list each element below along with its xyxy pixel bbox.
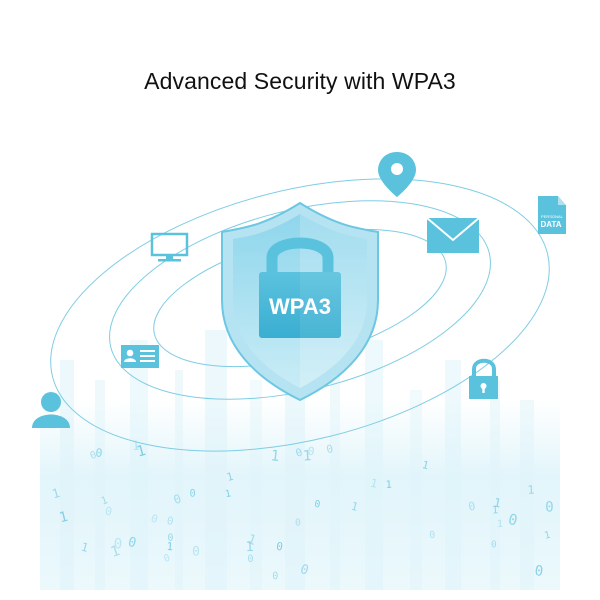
binary-digit: 0 <box>307 445 315 459</box>
binary-digit: 0 <box>294 446 304 460</box>
data-stream-background <box>40 330 560 590</box>
binary-digit: 1 <box>131 438 140 453</box>
binary-digit: 0 <box>275 540 284 554</box>
binary-digit: 1 <box>302 448 312 465</box>
binary-digit: 1 <box>421 459 430 472</box>
binary-digit: 1 <box>270 447 281 465</box>
binary-digit: 1 <box>166 540 173 553</box>
binary-digit: 0 <box>545 499 554 515</box>
binary-digit: 1 <box>492 495 502 510</box>
binary-digit: 0 <box>491 539 497 550</box>
outer-orbit-ring <box>50 178 550 452</box>
binary-digit: 0 <box>172 492 183 508</box>
user-icon <box>32 392 70 428</box>
binary-digit: 0 <box>506 510 519 530</box>
binary-digit: 0 <box>189 488 195 500</box>
id-card-icon <box>121 345 159 368</box>
binary-digit: 0 <box>467 499 476 514</box>
binary-digit: 0 <box>167 533 173 544</box>
binary-digit: 1 <box>491 504 498 516</box>
binary-digit: 0 <box>247 554 254 565</box>
binary-digit: 1 <box>58 509 70 527</box>
document-label-personal: PERSONAL <box>541 214 564 219</box>
binary-digit: 1 <box>543 530 551 542</box>
binary-digit: 1 <box>225 470 235 484</box>
binary-digit: 0 <box>95 445 103 460</box>
binary-digit: 0 <box>126 535 138 552</box>
binary-digit: 1 <box>497 519 503 530</box>
binary-digit: 0 <box>166 514 175 528</box>
binary-digit: 1 <box>369 477 379 491</box>
personal-data-document-icon: PERSONAL DATA <box>538 196 566 234</box>
padlock-icon <box>469 358 498 399</box>
monitor-icon <box>150 232 189 262</box>
binary-digit: 1 <box>527 483 535 497</box>
binary-digit: 1 <box>79 540 90 555</box>
binary-digit: 1 <box>386 480 392 491</box>
page-title: Advanced Security with WPA3 <box>144 68 456 94</box>
binary-digit: 0 <box>149 512 159 526</box>
binary-digit: 1 <box>224 488 232 500</box>
binary-digit: 0 <box>192 544 200 559</box>
location-pin-icon <box>378 152 416 197</box>
binary-digit: 0 <box>104 504 113 519</box>
binary-digit: 1 <box>135 442 148 461</box>
binary-digit: 1 <box>50 485 61 502</box>
binary-digit: 0 <box>272 571 278 582</box>
binary-digit: 0 <box>314 499 321 511</box>
binary-digit: 0 <box>429 530 435 541</box>
binary-digit: 0 <box>163 553 172 565</box>
binary-digit: 1 <box>349 500 359 514</box>
binary-digit: 1 <box>245 539 254 555</box>
binary-digit: 0 <box>295 517 301 528</box>
envelope-icon <box>426 217 480 253</box>
binary-digit: 0 <box>113 536 122 552</box>
binary-digit: 0 <box>534 563 544 580</box>
shield-padlock-icon <box>259 237 341 338</box>
document-label-data: DATA <box>540 220 561 229</box>
shield-label: WPA3 <box>269 294 331 319</box>
binary-digit: 1 <box>100 494 110 507</box>
binary-digit: 0 <box>89 450 98 462</box>
binary-digit: 0 <box>325 442 334 456</box>
